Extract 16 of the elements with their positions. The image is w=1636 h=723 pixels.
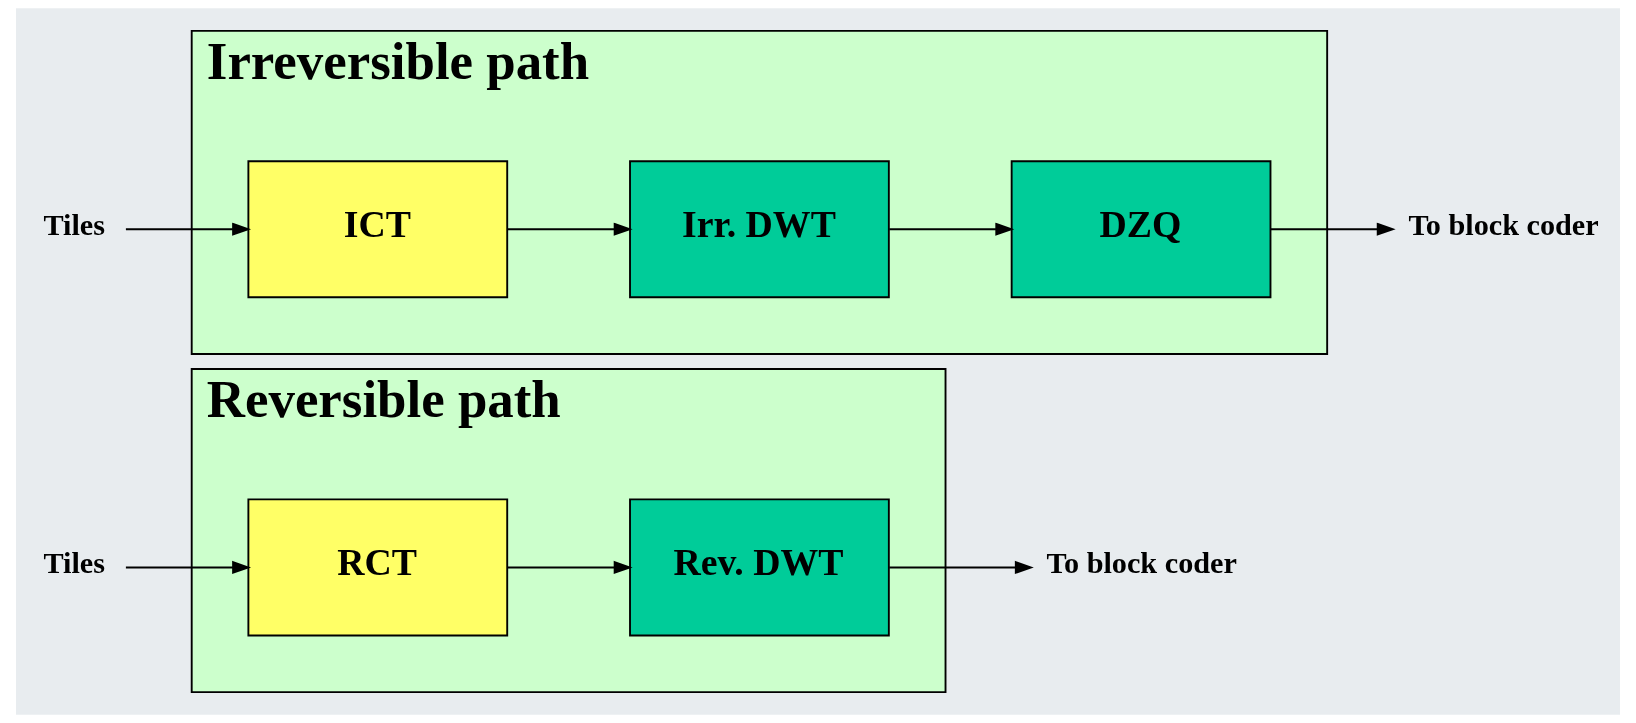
node-text: Tiles xyxy=(43,207,105,242)
arrow xyxy=(506,222,633,236)
node-text: Tiles xyxy=(43,545,105,580)
arrow xyxy=(1269,222,1396,236)
node-text: To block coder xyxy=(1046,545,1237,580)
node-box: RCT xyxy=(247,498,509,637)
arrow xyxy=(124,560,252,575)
arrow xyxy=(888,222,1015,236)
node-box: DZQ xyxy=(1010,160,1272,299)
arrow xyxy=(124,222,252,236)
arrow xyxy=(888,560,1034,575)
node-box: Rev. DWT xyxy=(629,498,890,637)
node-box: ICT xyxy=(247,160,509,299)
arrow xyxy=(506,560,633,575)
node-box: Irr. DWT xyxy=(629,160,890,299)
node-text: To block coder xyxy=(1408,207,1599,242)
